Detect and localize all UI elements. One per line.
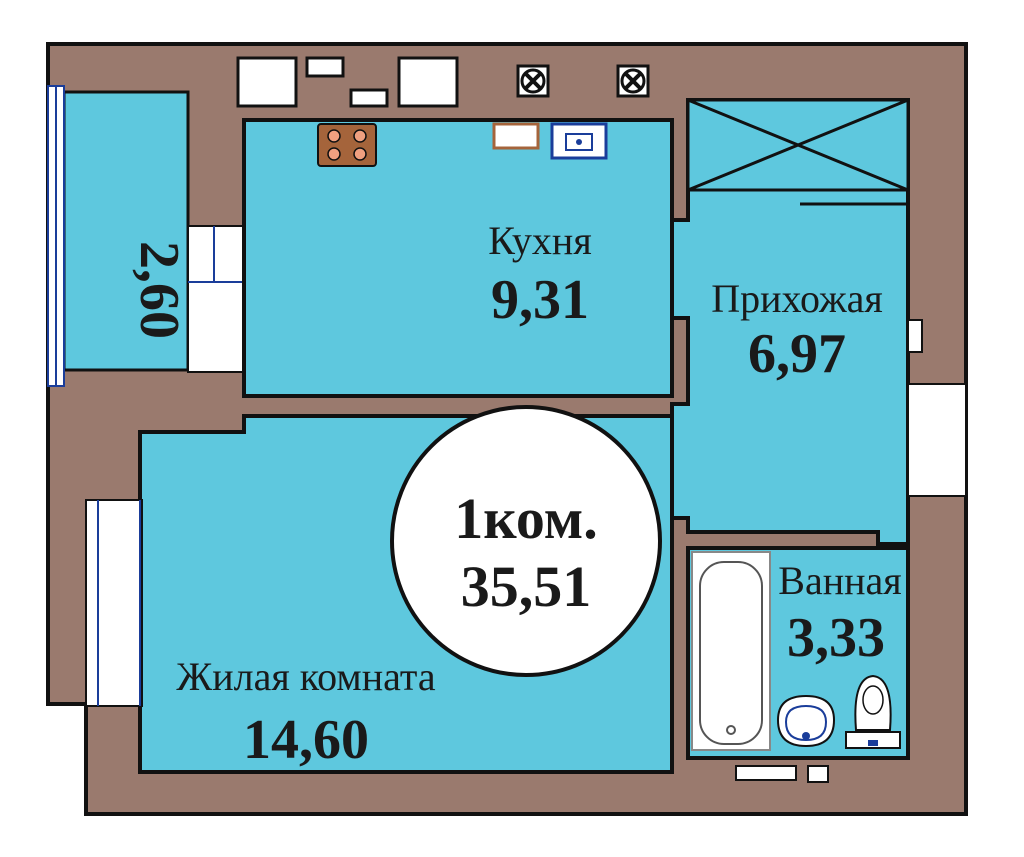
living-window <box>85 499 143 707</box>
hallway-name: Прихожая <box>711 276 883 321</box>
closet-box <box>686 98 910 206</box>
entrance-door[interactable] <box>907 383 967 497</box>
bathroom-name: Ванная <box>778 558 901 603</box>
vent-icon <box>516 64 550 98</box>
sink-icon <box>550 122 608 160</box>
bathroom-area: 3,33 <box>787 607 885 669</box>
window-top-4 <box>397 56 459 108</box>
bathroom-vent-1 <box>735 765 797 781</box>
kitchen <box>242 118 674 398</box>
badge-total: 35,51 <box>461 554 592 619</box>
toilet-icon <box>845 674 901 749</box>
vent-icon <box>616 64 650 98</box>
badge-rooms: 1ком. <box>454 486 598 551</box>
kitchen-name: Кухня <box>488 218 591 263</box>
living-area: 14,60 <box>243 709 369 771</box>
counter-top <box>492 122 540 150</box>
bathtub-icon <box>691 551 771 751</box>
door-handle <box>907 319 923 353</box>
living-name: Жилая комната <box>176 654 435 699</box>
stove-icon <box>317 123 377 167</box>
washbasin-icon <box>776 694 836 748</box>
kitchen-area: 9,31 <box>491 269 589 331</box>
bathroom-vent-2 <box>807 765 829 783</box>
apartment-badge <box>390 405 662 677</box>
window-top-2 <box>305 56 345 78</box>
balcony-area: 2,60 <box>128 241 190 339</box>
window-top-3 <box>349 88 389 108</box>
balcony <box>62 90 190 372</box>
balcony-door <box>187 225 245 373</box>
window-top-1 <box>236 56 298 108</box>
hallway-area: 6,97 <box>748 323 846 385</box>
